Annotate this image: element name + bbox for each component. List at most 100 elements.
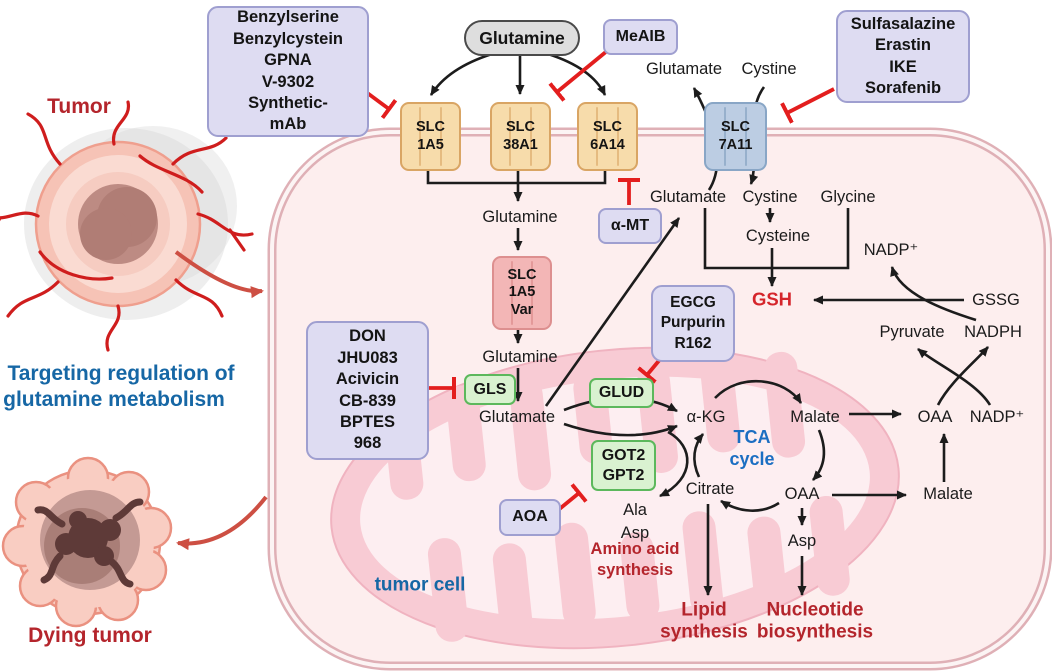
label-malate-cytosol: Malate — [923, 484, 973, 503]
dying-tumor-illustration — [1, 456, 173, 628]
label-alpha-kg: α-KG — [686, 407, 726, 426]
label-nadph: NADPH — [964, 322, 1022, 341]
inhibitor-line: GPNA — [264, 51, 312, 70]
label-tumor-cell: tumor cell — [374, 574, 466, 596]
dying-tumor-label: Dying tumor — [28, 624, 152, 648]
label-nadp-plus-top: NADP⁺ — [863, 240, 919, 259]
tumor-nucleus — [78, 184, 158, 264]
label-oaa-cytosol: OAA — [917, 407, 953, 426]
enzyme-got2-gpt2: GOT2 GPT2 — [591, 440, 656, 491]
inhibitor-line: Acivicin — [335, 370, 400, 389]
inhibitor-line: Sorafenib — [864, 78, 942, 97]
label-glutamate-cytosol: Glutamate — [649, 187, 727, 206]
label-nucleotide-biosynthesis-1: Nucleotide — [766, 599, 864, 621]
transporter-label: Var — [510, 301, 534, 318]
label-gssg: GSSG — [972, 290, 1020, 309]
tumor-to-cell-arrow — [174, 250, 264, 299]
label-tca-line1: TCA — [733, 426, 771, 447]
inhibitor-box-meaib: MeAIB — [603, 19, 678, 55]
inhibitor-line: Erastin — [875, 36, 931, 55]
transporter-label: SLC — [506, 119, 535, 136]
enzyme-glud: GLUD — [589, 378, 654, 408]
transporter-label: 7A11 — [718, 136, 753, 153]
transporter-slc7a11: SLC 7A11 — [704, 102, 767, 171]
label-glutamate-extracellular: Glutamate — [645, 59, 723, 78]
tumor-vessels — [0, 100, 254, 352]
inhibitor-box-slc7a11: Sulfasalazine Erastin IKE Sorafenib — [836, 10, 970, 103]
inhibitor-line: MeAIB — [615, 27, 666, 45]
tumor-illustration — [0, 100, 254, 352]
label-amino-acid-synthesis-1: Amino acid — [590, 539, 680, 558]
inhibitor-line: α-MT — [610, 216, 650, 234]
inhibitor-line: Benzylcystein — [232, 29, 344, 48]
enzyme-label: GOT2 — [601, 446, 646, 464]
pathway-arrows — [426, 52, 992, 596]
transporter-label: 38A1 — [503, 136, 538, 153]
inhibitor-box-aoa: AOA — [499, 499, 561, 536]
transporter-slc6a14: SLC 6A14 — [577, 102, 638, 171]
inhibitor-line: CB-839 — [339, 391, 396, 410]
inhibitor-line: Sulfasalazine — [850, 14, 956, 33]
label-glutamine-cytosol: Glutamine — [482, 207, 558, 226]
caption-line1: Targeting regulation of — [7, 362, 235, 386]
inhibitor-line: JHU083 — [337, 348, 398, 367]
inhibition-tbars — [364, 49, 835, 513]
inhibitor-box-gls: DON JHU083 Acivicin CB-839 BPTES 968 — [306, 321, 429, 460]
label-cystine-extracellular: Cystine — [741, 59, 797, 78]
enzyme-label: GPT2 — [602, 466, 645, 484]
label-cysteine: Cysteine — [745, 226, 811, 245]
inhibitor-line: BPTES — [339, 412, 395, 431]
inhibitor-line: AOA — [512, 508, 548, 526]
transporter-label: SLC — [593, 119, 622, 136]
label-nucleotide-biosynthesis-2: biosynthesis — [756, 621, 874, 643]
mitochondria — [330, 346, 900, 650]
caption-line2: glutamine metabolism — [3, 388, 225, 412]
transporter-label: SLC — [416, 119, 445, 136]
label-glutamine-mitochondria: Glutamine — [482, 347, 558, 366]
transporter-label: 1A5 — [508, 284, 536, 301]
transporter-label: 6A14 — [590, 136, 625, 153]
cell-to-dying-tumor-arrow — [176, 495, 268, 551]
inhibitor-line: 968 — [353, 434, 382, 453]
transporter-label: SLC — [507, 266, 537, 283]
inhibitor-box-slc1a5: Benzylserine Benzylcystein GPNA V-9302 S… — [207, 6, 369, 137]
enzyme-label: GLUD — [598, 384, 645, 401]
label-citrate: Citrate — [685, 479, 735, 498]
label-tca-line2: cycle — [729, 448, 775, 469]
glutamine-extracellular-pill: Glutamine — [464, 20, 580, 56]
transporter-slc38a1: SLC 38A1 — [490, 102, 551, 171]
enzyme-gls: GLS — [464, 374, 516, 405]
label-gsh: GSH — [751, 288, 793, 310]
label-glutamate-mitochondria: Glutamate — [478, 407, 556, 426]
tumor-label: Tumor — [47, 95, 111, 119]
label-cystine-cytosol: Cystine — [742, 187, 798, 206]
inhibitor-box-amt: α-MT — [598, 208, 662, 244]
enzyme-label: GLS — [473, 380, 507, 398]
transporter-slc1a5-variant: SLC 1A5 Var — [492, 256, 552, 330]
inhibitor-line: mAb — [269, 115, 307, 134]
label-lipid-synthesis-2: synthesis — [660, 621, 748, 643]
label-asp: Asp — [620, 523, 650, 542]
label-asp-mitochondria: Asp — [787, 531, 817, 550]
transporter-label: 1A5 — [417, 136, 444, 153]
label-ala: Ala — [623, 500, 647, 519]
inhibitor-line: Benzylserine — [237, 8, 339, 27]
label-amino-acid-synthesis-2: synthesis — [596, 560, 674, 579]
inhibitor-line: Synthetic- — [248, 93, 328, 112]
transporter-label: SLC — [721, 119, 750, 136]
glutamine-pill-label: Glutamine — [479, 27, 565, 48]
inhibitor-box-glud: EGCG Purpurin R162 — [651, 285, 735, 362]
inhibitor-line: EGCG — [670, 294, 716, 312]
inhibitor-line: DON — [349, 327, 386, 346]
inhibitor-line: V-9302 — [261, 72, 315, 91]
inhibitor-line: R162 — [674, 334, 712, 352]
label-pyruvate: Pyruvate — [879, 322, 945, 341]
label-nadp-plus-right: NADP⁺ — [969, 407, 1025, 426]
necrotic-core — [55, 511, 121, 566]
inhibitor-line: IKE — [889, 57, 917, 76]
label-malate-mitochondria: Malate — [790, 407, 840, 426]
label-oaa-mitochondria: OAA — [784, 484, 820, 503]
label-lipid-synthesis-1: Lipid — [681, 599, 727, 621]
